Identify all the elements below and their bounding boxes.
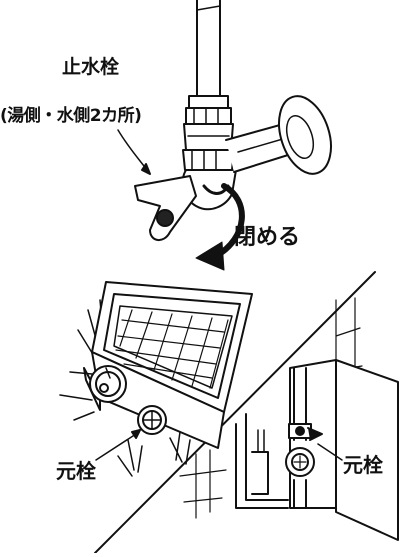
main-valve-label-right: 元栓 [343,453,383,477]
divider-line [94,271,376,554]
stop-valve-illustration [117,0,332,271]
stop-valve-label: 止水栓 [62,56,120,78]
meter-box-illustration [59,281,253,477]
meter-cabinet-illustration [179,297,399,541]
main-valve-label-left: 元栓 [56,459,96,483]
stop-valve-note-label: (湯側・水側2カ所) [0,106,142,126]
close-direction-label: 閉める [234,225,301,250]
